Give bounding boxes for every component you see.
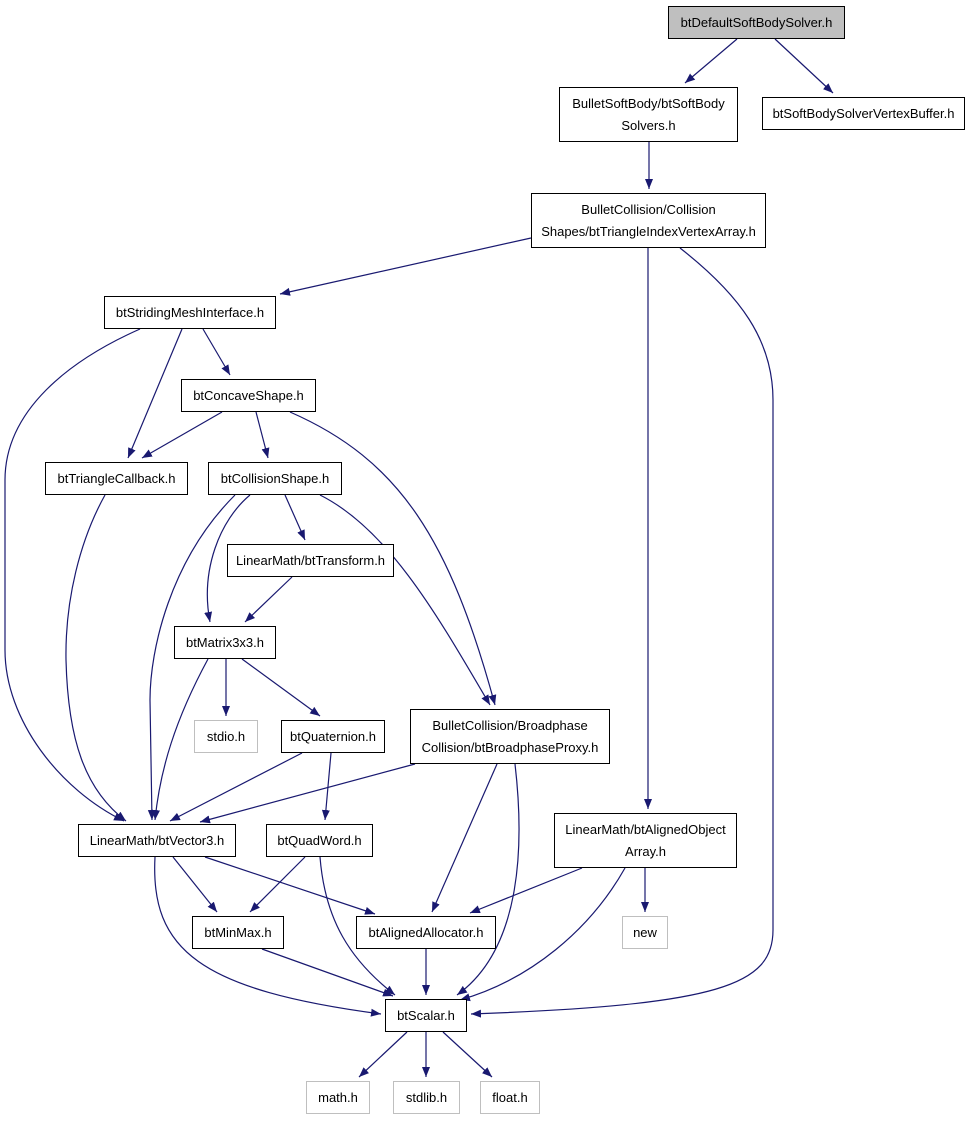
node-btCollisionShape[interactable]: btCollisionShape.h [208, 462, 342, 495]
node-float[interactable]: float.h [480, 1081, 540, 1114]
node-label: btQuaternion.h [289, 728, 376, 744]
edge-collisionshape-to-vector3 [147, 494, 236, 821]
edge-striding-to-tricallback [127, 328, 183, 459]
edge-collisionshape-to-transform [284, 494, 306, 541]
node-label-line2: Shapes/btTriangleIndexVertexArray.h [541, 223, 756, 239]
edge-vector3-to-minmax [172, 856, 218, 913]
node-btSoftBodySolverVertexBuffer[interactable]: btSoftBodySolverVertexBuffer.h [762, 97, 965, 130]
edge-concave-to-broadphase [289, 411, 497, 706]
node-label: btQuadWord.h [277, 832, 362, 848]
node-btAlignedAllocator[interactable]: btAlignedAllocator.h [356, 916, 496, 949]
node-label: btAlignedAllocator.h [368, 924, 484, 940]
edge-quaternion-to-vector3 [169, 752, 303, 822]
node-btTriangleCallback[interactable]: btTriangleCallback.h [45, 462, 188, 495]
edge-root-to-solvers [684, 38, 738, 84]
node-label-line2: Solvers.h [621, 117, 676, 133]
node-btMatrix3x3[interactable]: btMatrix3x3.h [174, 626, 276, 659]
node-btQuaternion[interactable]: btQuaternion.h [281, 720, 385, 753]
edge-striding-to-vector3 [4, 328, 141, 822]
edge-alignedarray-to-scalar [459, 867, 626, 1002]
edge-scalar-to-math [358, 1031, 408, 1078]
node-label: float.h [492, 1089, 528, 1105]
edge-alignedarray-to-allocator [469, 867, 583, 914]
edge-collisionshape-to-matrix [204, 494, 251, 623]
edge-broadphase-to-scalar [456, 763, 520, 996]
node-btSoftBodySolvers[interactable]: BulletSoftBody/btSoftBody Solvers.h [559, 87, 738, 142]
edge-striding-to-concave [202, 328, 231, 376]
node-label: btMinMax.h [204, 924, 272, 940]
edge-concave-to-tricallback [141, 411, 223, 459]
node-btTransform[interactable]: LinearMath/btTransform.h [227, 544, 394, 577]
node-label: stdlib.h [405, 1089, 448, 1105]
edge-concave-to-collisionshape [255, 411, 270, 459]
node-btBroadphaseProxy[interactable]: BulletCollision/Broadphase Collision/btB… [410, 709, 610, 764]
node-btAlignedObjectArray[interactable]: LinearMath/btAlignedObject Array.h [554, 813, 737, 868]
node-label-line1: LinearMath/btAlignedObject [565, 821, 726, 837]
node-btTriangleIndexVertexArray[interactable]: BulletCollision/Collision Shapes/btTrian… [531, 193, 766, 248]
node-label-line1: BulletCollision/Broadphase [432, 717, 588, 733]
node-label: btStridingMeshInterface.h [115, 304, 265, 320]
node-btDefaultSoftBodySolver[interactable]: btDefaultSoftBodySolver.h [668, 6, 845, 39]
edge-vector3-to-allocator [204, 856, 376, 915]
node-label: LinearMath/btVector3.h [89, 832, 225, 848]
node-label: btScalar.h [397, 1007, 455, 1023]
edge-root-to-vertexbuffer [774, 38, 834, 94]
edge-quadword-to-scalar [319, 856, 396, 996]
node-label: btConcaveShape.h [193, 387, 304, 403]
node-btConcaveShape[interactable]: btConcaveShape.h [181, 379, 316, 412]
node-math[interactable]: math.h [306, 1081, 370, 1114]
node-label: LinearMath/btTransform.h [235, 552, 386, 568]
node-stdio[interactable]: stdio.h [194, 720, 258, 753]
node-label: new [633, 924, 657, 940]
node-btQuadWord[interactable]: btQuadWord.h [266, 824, 373, 857]
node-btScalar[interactable]: btScalar.h [385, 999, 467, 1032]
node-label-line1: BulletSoftBody/btSoftBody [572, 95, 725, 111]
edge-collisionshape-to-broadphase [319, 494, 491, 706]
node-label: btTriangleCallback.h [57, 470, 176, 486]
edge-transform-to-matrix [244, 576, 293, 623]
node-label: btCollisionShape.h [220, 470, 330, 486]
node-btMinMax[interactable]: btMinMax.h [192, 916, 284, 949]
node-label-line2: Array.h [625, 843, 666, 859]
edge-triangleindex-to-scalar [470, 247, 774, 1018]
edge-scalar-to-float [442, 1031, 493, 1078]
node-label-line2: Collision/btBroadphaseProxy.h [421, 739, 599, 755]
edge-quaternion-to-quadword [321, 752, 332, 821]
node-stdlib[interactable]: stdlib.h [393, 1081, 460, 1114]
edge-minmax-to-scalar [261, 948, 394, 997]
edge-triangleindex-to-striding [279, 237, 532, 296]
node-label-line1: BulletCollision/Collision [581, 201, 716, 217]
node-label: stdio.h [206, 728, 246, 744]
edge-tricallback-to-vector3 [65, 494, 127, 822]
node-new[interactable]: new [622, 916, 668, 949]
edge-matrix-to-vector3 [152, 658, 209, 821]
node-label: btDefaultSoftBodySolver.h [680, 14, 833, 30]
node-btVector3[interactable]: LinearMath/btVector3.h [78, 824, 236, 857]
edge-broadphase-to-vector3 [199, 763, 416, 824]
edge-quadword-to-minmax [249, 856, 306, 913]
edge-vector3-to-scalar [154, 856, 382, 1017]
node-btStridingMeshInterface[interactable]: btStridingMeshInterface.h [104, 296, 276, 329]
edge-broadphase-to-allocator [431, 763, 498, 913]
node-label: math.h [318, 1089, 358, 1105]
node-label: btMatrix3x3.h [185, 634, 265, 650]
node-label: btSoftBodySolverVertexBuffer.h [772, 105, 955, 121]
edge-matrix-to-quaternion [241, 658, 321, 717]
